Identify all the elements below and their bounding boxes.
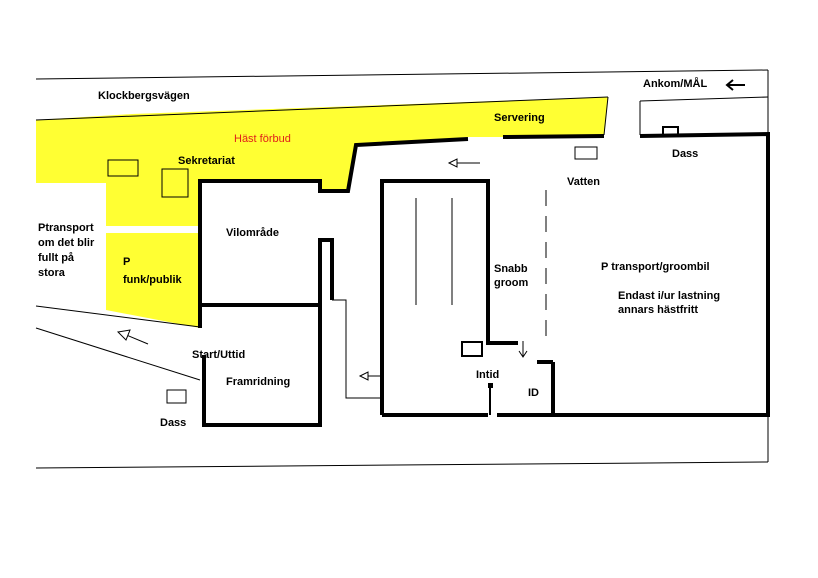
quick-groom-wall <box>380 179 518 415</box>
site-bottom-edge <box>35 461 769 469</box>
toilet-label-bottom: Dass <box>160 417 186 429</box>
transport-label-3: fullt på <box>38 252 75 264</box>
arrow-down-icon <box>518 341 528 358</box>
no-horses-label: Häst förbud <box>234 133 291 145</box>
rest-area-label: Vilområde <box>226 227 279 239</box>
arrival-label: Ankom/MÅL <box>643 77 707 90</box>
transport-label-2: om det blir <box>38 237 95 249</box>
building-wall-north <box>198 137 469 328</box>
exit-road-bottom <box>35 327 201 381</box>
serving-label: Servering <box>494 112 545 124</box>
parking-label-2: funk/publik <box>123 274 183 286</box>
transport-label-1: Ptransport <box>38 222 94 234</box>
loading-label-1: Endast i/ur lastning <box>618 290 720 302</box>
no-horses-zone <box>36 97 608 226</box>
in-time-label: Intid <box>476 369 499 381</box>
transport-label-4: stora <box>38 267 66 279</box>
toilet-icon <box>662 126 679 137</box>
transport-area-wall <box>551 131 770 417</box>
arrow-left-icon <box>116 329 149 345</box>
secretariat-box-1 <box>107 159 139 177</box>
exit-road-top <box>35 305 201 328</box>
secretariat-label: Sekretariat <box>178 155 235 167</box>
secretariat-box-2 <box>161 168 189 198</box>
serving-wall <box>502 134 605 139</box>
arrow-left-icon <box>447 158 480 168</box>
start-label: Start/Uttid <box>192 349 245 361</box>
water-box <box>574 146 598 160</box>
arrow-left-icon <box>358 371 382 381</box>
serving-edge <box>603 96 609 136</box>
loading-label-2: annars hästfritt <box>618 304 698 316</box>
road-edge-top <box>35 69 769 80</box>
road-edge-right <box>639 96 769 102</box>
arrow-left-icon <box>725 79 745 91</box>
groom-parking-label: P transport/groombil <box>601 261 710 273</box>
quick-groom-label-1: Snabb <box>494 263 528 275</box>
id-label: ID <box>528 387 539 399</box>
quick-groom-label-2: groom <box>494 277 528 289</box>
warmup-wall <box>202 238 334 427</box>
toilet-icon <box>166 389 187 404</box>
road-label: Klockbergsvägen <box>98 90 190 102</box>
toilet-label-top: Dass <box>672 148 698 160</box>
parking-label-1: P <box>123 256 130 268</box>
road-edge-bottom <box>35 96 609 121</box>
passage-left <box>332 299 382 399</box>
in-time-marker <box>488 383 493 388</box>
ride-up-label: Framridning <box>226 376 290 388</box>
parking-zone <box>106 233 200 328</box>
water-label: Vatten <box>567 176 600 188</box>
in-time-booth <box>461 341 483 357</box>
